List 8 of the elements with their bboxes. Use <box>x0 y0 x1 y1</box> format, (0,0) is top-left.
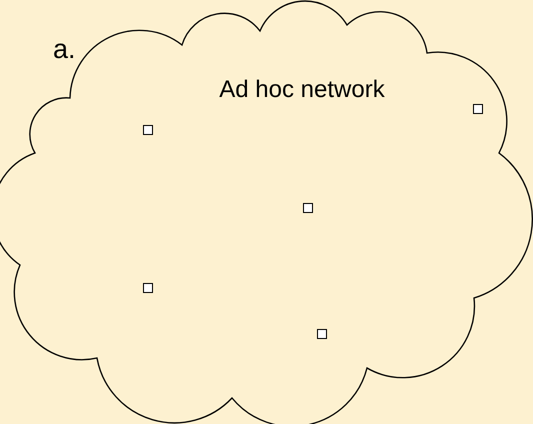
node-square <box>317 329 327 339</box>
node-square <box>473 104 483 114</box>
cloud-title: Ad hoc network <box>218 75 386 104</box>
panel-label: a. <box>53 34 76 64</box>
node-square <box>303 203 313 213</box>
node-square <box>143 283 153 293</box>
node-square <box>143 125 153 135</box>
cloud-shape <box>2 3 531 421</box>
